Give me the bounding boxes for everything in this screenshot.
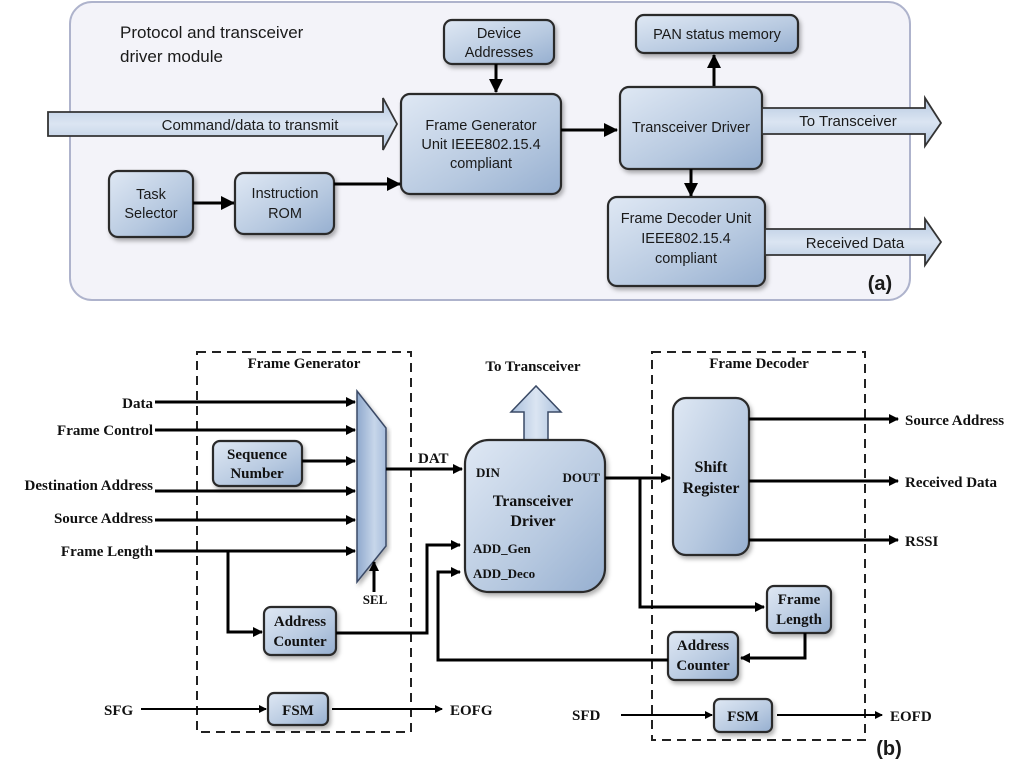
- input-label: Frame Control: [57, 423, 153, 439]
- received-data-arrow-a: Received Data: [764, 216, 943, 268]
- add-deco-port-label: ADD_Deco: [473, 566, 535, 581]
- frame-length-to-counter-wire-decoder: [740, 633, 807, 663]
- sel-label: SEL: [363, 592, 388, 607]
- frame-generator-unit-block: Frame Generator Unit IEEE802.15.4 compli…: [399, 92, 563, 196]
- svg-text:FSM: FSM: [282, 703, 314, 719]
- input-label: Source Address: [54, 511, 153, 527]
- instruction-rom-block: Instruction ROM: [233, 171, 336, 236]
- frame-generator-region: [196, 351, 412, 733]
- svg-text:compliant: compliant: [450, 156, 512, 172]
- add-gen-wire: [336, 540, 461, 635]
- svg-text:Address: Address: [274, 614, 326, 630]
- eofd-label: EOFD: [890, 709, 932, 725]
- frame-decoder-region: [651, 351, 866, 741]
- sequence-number-block: Sequence Number: [211, 439, 304, 488]
- generator-fsm-block: FSM: [266, 691, 330, 727]
- frame-decoder-title: Frame Decoder: [709, 356, 809, 372]
- sfd-label: SFD: [572, 708, 601, 724]
- svg-text:Register: Register: [683, 480, 740, 497]
- shift-register-block: Shift Register: [671, 396, 751, 557]
- panel-a-label: (a): [868, 273, 892, 295]
- task-selector-block: Task Selector: [107, 169, 195, 239]
- svg-text:Transceiver Driver: Transceiver Driver: [632, 120, 750, 136]
- eofg-label: EOFG: [450, 703, 493, 719]
- frame-generator-title: Frame Generator: [248, 356, 361, 372]
- svg-text:FSM: FSM: [727, 709, 759, 725]
- svg-text:IEEE802.15.4: IEEE802.15.4: [641, 231, 731, 247]
- input-label: Data: [122, 396, 153, 412]
- svg-text:Number: Number: [230, 466, 284, 482]
- svg-text:Addresses: Addresses: [465, 45, 534, 61]
- svg-text:To Transceiver: To Transceiver: [799, 113, 897, 130]
- svg-text:Counter: Counter: [676, 658, 730, 674]
- device-addresses-block: Device Addresses: [442, 18, 556, 66]
- input-label: Frame Length: [61, 544, 154, 560]
- sfg-label: SFG: [104, 703, 134, 719]
- output-label: RSSI: [905, 534, 939, 550]
- input-label: Destination Address: [25, 478, 154, 494]
- svg-text:Address: Address: [677, 638, 729, 654]
- pan-status-memory-block: PAN status memory: [634, 13, 800, 55]
- output-label: Received Data: [905, 475, 998, 491]
- svg-text:PAN status memory: PAN status memory: [653, 27, 782, 43]
- svg-text:Sequence: Sequence: [227, 447, 287, 463]
- svg-text:Counter: Counter: [273, 634, 327, 650]
- multiplexer: [356, 388, 387, 585]
- transceiver-driver-block-a: Transceiver Driver: [618, 85, 764, 171]
- dout-to-frame-length-wire: [638, 478, 765, 612]
- svg-text:Received Data: Received Data: [806, 235, 905, 252]
- svg-text:Unit IEEE802.15.4: Unit IEEE802.15.4: [421, 137, 540, 153]
- svg-text:Task: Task: [136, 187, 167, 203]
- command-data-arrow: Command/data to transmit: [47, 97, 399, 151]
- svg-text:Driver: Driver: [510, 513, 555, 530]
- panel-a: Protocol and transceiver driver module C…: [47, 1, 943, 301]
- panel-b-label: (b): [876, 738, 902, 760]
- svg-text:Instruction: Instruction: [252, 186, 319, 202]
- transceiver-driver-block-b: DIN DOUT Transceiver Driver ADD_Gen ADD_…: [463, 438, 607, 594]
- module-title-line1: Protocol and transceiver: [120, 23, 304, 42]
- panel-b: Frame Generator Frame Decoder Data Frame…: [25, 351, 1004, 760]
- svg-text:Frame: Frame: [778, 592, 821, 608]
- dat-label: DAT: [418, 451, 449, 467]
- svg-text:Device: Device: [477, 26, 521, 42]
- output-label: Source Address: [905, 413, 1004, 429]
- decoder-frame-length-block: Frame Length: [765, 584, 833, 635]
- din-port-label: DIN: [476, 465, 500, 480]
- svg-text:Frame Generator: Frame Generator: [425, 118, 536, 134]
- dout-port-label: DOUT: [562, 470, 600, 485]
- svg-text:compliant: compliant: [655, 251, 717, 267]
- module-title-line2: driver module: [120, 47, 223, 66]
- svg-text:Selector: Selector: [124, 206, 177, 222]
- command-data-label: Command/data to transmit: [162, 117, 340, 134]
- frame-decoder-unit-block: Frame Decoder Unit IEEE802.15.4 complian…: [606, 195, 767, 288]
- decoder-fsm-block: FSM: [712, 697, 774, 734]
- add-deco-wire: [436, 567, 668, 662]
- svg-text:Shift: Shift: [695, 459, 729, 476]
- to-transceiver-arrow-a: To Transceiver: [761, 94, 943, 149]
- generator-address-counter-block: Address Counter: [262, 605, 338, 657]
- to-transceiver-up-arrow: [509, 384, 563, 441]
- to-transceiver-label-b: To Transceiver: [485, 359, 580, 375]
- decoder-address-counter-block: Address Counter: [666, 630, 740, 682]
- frame-length-to-counter-wire: [226, 551, 263, 637]
- svg-text:Transceiver: Transceiver: [493, 493, 574, 510]
- add-gen-port-label: ADD_Gen: [473, 541, 532, 556]
- svg-text:Frame Decoder Unit: Frame Decoder Unit: [621, 211, 752, 227]
- svg-text:Length: Length: [776, 612, 823, 628]
- svg-text:ROM: ROM: [268, 206, 302, 222]
